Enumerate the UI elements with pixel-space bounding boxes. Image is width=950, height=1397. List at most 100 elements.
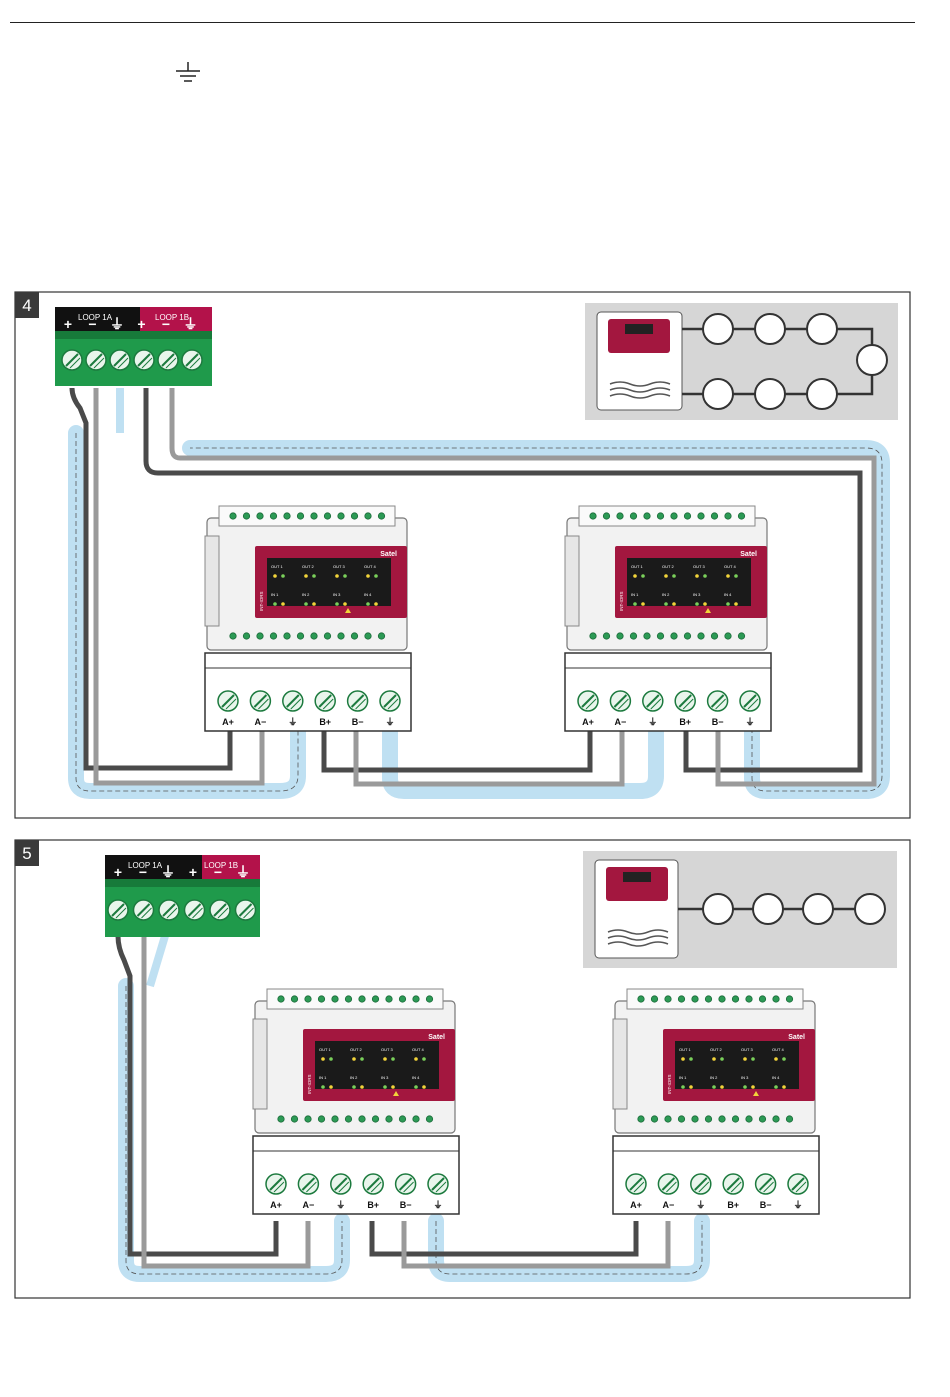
control-panel-icon — [594, 859, 679, 959]
controller-terminal-block: LOOP 1A LOOP 1B +−⏚+−⏚ — [55, 307, 212, 386]
module-terminal-label: B+ — [727, 1200, 739, 1210]
module-terminal-label: A+ — [582, 717, 594, 727]
top-rule — [10, 22, 915, 23]
module-brand: Satel — [380, 551, 397, 558]
module-terminal-label: A+ — [222, 717, 234, 727]
module-terminal-label: A− — [255, 717, 267, 727]
module-zone-label: OUT 1 — [271, 564, 283, 569]
module-terminal-label: ⏚ — [288, 717, 297, 727]
cable-shield-outline — [190, 447, 883, 792]
wire-loop-b-plus — [143, 388, 863, 773]
controller-terminal-mark: − — [139, 864, 147, 880]
module-side-label: INT-IORS — [259, 591, 264, 611]
loop-1a-label: LOOP 1A — [128, 861, 163, 870]
module-terminal-label: A+ — [270, 1200, 282, 1210]
loop-1a-label: LOOP 1A — [78, 313, 113, 322]
figure-4-diagram: 4 LOOP 1A LOOP 1B +−⏚+−⏚ — [14, 291, 911, 819]
module-terminal-label: A− — [303, 1200, 315, 1210]
ground-icon — [176, 62, 200, 82]
module-terminal-label: ⏚ — [648, 717, 657, 727]
module-zone-label: OUT 1 — [631, 564, 643, 569]
module-zone-label: OUT 2 — [350, 1047, 362, 1052]
module-terminal-label: A+ — [630, 1200, 642, 1210]
loop-detectors — [702, 893, 886, 925]
module-terminal-label: A− — [615, 717, 627, 727]
wire-a-plus — [115, 935, 279, 1257]
controller-terminal-mark: ⏚ — [161, 864, 175, 880]
wire-loop-b-minus — [169, 388, 877, 787]
module-zone-label: OUT 4 — [364, 564, 376, 569]
module-zone-label: OUT 2 — [302, 564, 314, 569]
module-terminal-label: ⏚ — [696, 1200, 705, 1210]
module-brand: Satel — [788, 1034, 805, 1041]
cable-shield — [146, 934, 169, 988]
controller-terminal-mark: + — [137, 316, 145, 332]
module-terminal-label: B+ — [367, 1200, 379, 1210]
module-side-label: INT-IORS — [619, 591, 624, 611]
module-terminal-label: ⏚ — [433, 1200, 442, 1210]
loop-1b-label: LOOP 1B — [155, 313, 189, 322]
module-zone-label: IN 4 — [412, 1075, 420, 1080]
module-zone-label: OUT 4 — [772, 1047, 784, 1052]
figure-number-badge — [15, 840, 39, 866]
loop-overview-inset — [585, 303, 898, 420]
module-side-label: INT-IORS — [667, 1074, 672, 1094]
module-zone-label: IN 4 — [364, 592, 372, 597]
wire-b-plus-link — [369, 1221, 639, 1257]
controller-terminal-mark: ⏚ — [184, 316, 198, 332]
module-terminal-label: A− — [663, 1200, 675, 1210]
module-brand: Satel — [428, 1034, 445, 1041]
module-terminal-label: ⏚ — [793, 1200, 802, 1210]
module-zone-label: OUT 4 — [724, 564, 736, 569]
module-zone-label: IN 1 — [319, 1075, 327, 1080]
module-zone-label: OUT 2 — [710, 1047, 722, 1052]
module-terminal-label: B+ — [319, 717, 331, 727]
figure-5-diagram: 5 LOOP 1A LOOP 1B +−⏚+−⏚ — [14, 839, 911, 1299]
module-zone-label: OUT 3 — [741, 1047, 753, 1052]
module-zone-label: IN 1 — [271, 592, 279, 597]
wire-a-minus — [93, 388, 265, 786]
wire-a-minus — [141, 936, 311, 1269]
module-terminal-label: B+ — [679, 717, 691, 727]
module-zone-label: IN 2 — [350, 1075, 358, 1080]
module-brand: Satel — [740, 551, 757, 558]
controller-terminal-mark: + — [114, 864, 122, 880]
module-terminal-label: ⏚ — [385, 717, 394, 727]
module-zone-label: IN 3 — [693, 592, 701, 597]
loop-detectors — [702, 313, 888, 410]
control-panel-icon — [596, 311, 683, 411]
controller-terminal-mark: − — [88, 316, 96, 332]
figure-number: 5 — [22, 844, 31, 863]
module-zone-label: IN 4 — [772, 1075, 780, 1080]
loop-overview-inset — [583, 851, 897, 968]
module-terminal-label: ⏚ — [336, 1200, 345, 1210]
controller-terminal-mark: ⏚ — [110, 316, 124, 332]
controller-terminal-mark: − — [214, 864, 222, 880]
module-zone-label: OUT 1 — [679, 1047, 691, 1052]
module-zone-label: IN 4 — [724, 592, 732, 597]
module-zone-label: IN 2 — [302, 592, 310, 597]
wire-a-plus — [69, 387, 233, 771]
module-terminal-label: B− — [760, 1200, 772, 1210]
controller-terminal-mark: − — [162, 316, 170, 332]
controller-terminal-mark: ⏚ — [236, 864, 250, 880]
module-terminal-label: ⏚ — [745, 717, 754, 727]
wire-b-minus-link — [401, 1221, 671, 1269]
controller-terminal-mark: + — [189, 864, 197, 880]
module-side-label: INT-IORS — [307, 1074, 312, 1094]
module-zone-label: OUT 1 — [319, 1047, 331, 1052]
module-zone-label: IN 2 — [710, 1075, 718, 1080]
module-zone-label: IN 1 — [631, 592, 639, 597]
figure-number-badge — [15, 292, 39, 318]
module-terminal-label: B− — [400, 1200, 412, 1210]
controller-terminal-block: LOOP 1A LOOP 1B +−⏚+−⏚ — [105, 855, 260, 937]
module-zone-label: IN 1 — [679, 1075, 687, 1080]
module-zone-label: OUT 3 — [381, 1047, 393, 1052]
cable-shield-outline — [125, 986, 343, 1275]
controller-terminal-mark: + — [64, 316, 72, 332]
module-zone-label: OUT 4 — [412, 1047, 424, 1052]
